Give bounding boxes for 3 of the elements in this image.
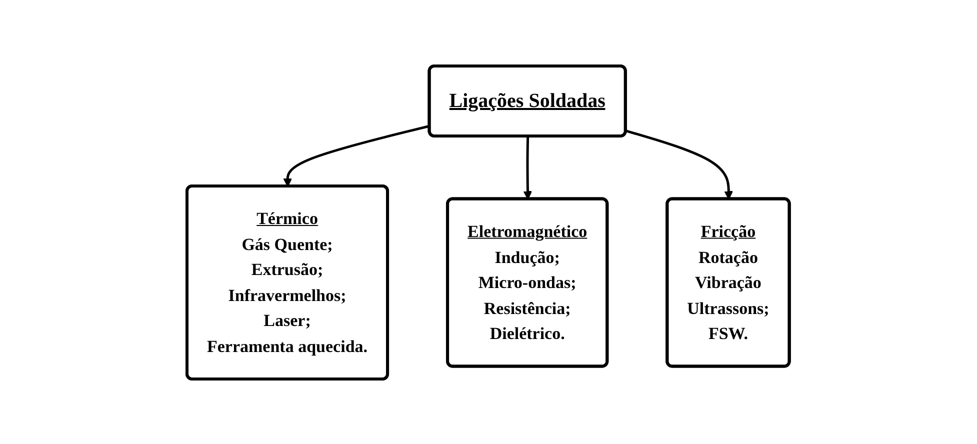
arrow (524, 136, 532, 200)
arrow (284, 124, 430, 186)
arrow (626, 129, 734, 200)
